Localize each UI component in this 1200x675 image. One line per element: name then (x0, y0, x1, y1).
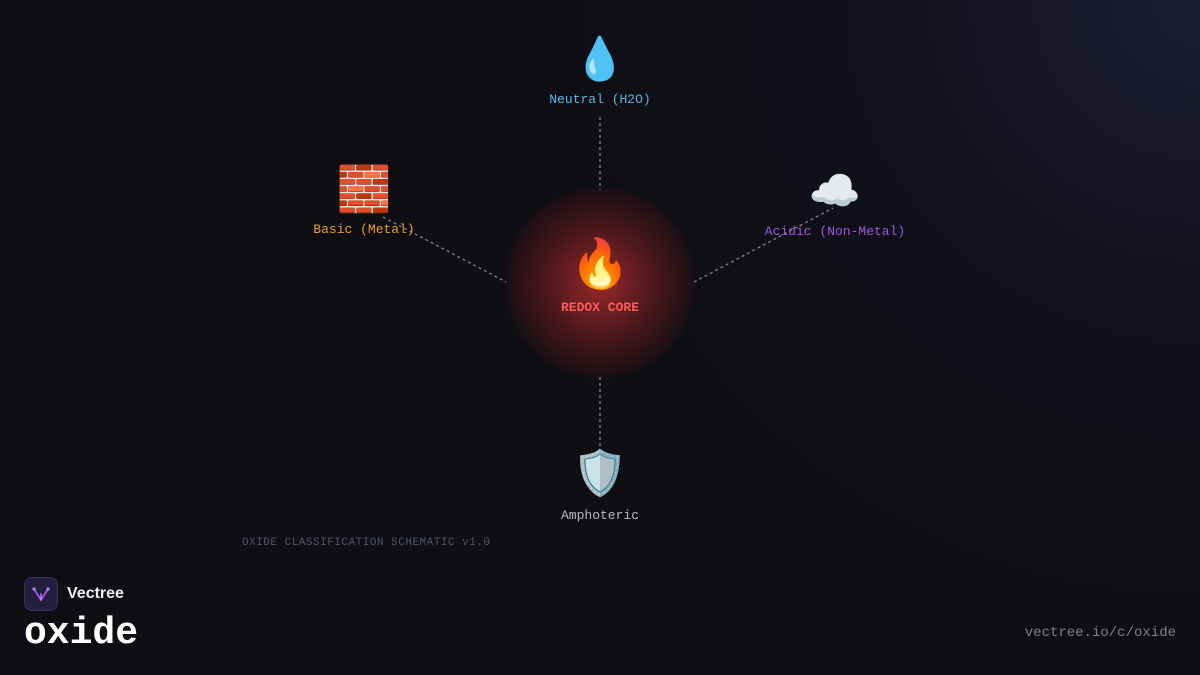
schematic-caption: OXIDE CLASSIFICATION SCHEMATIC v1.0 (242, 537, 491, 549)
node-acidic-label: Acidic (Non-Metal) (764, 224, 906, 239)
node-neutral: 💧 Neutral (H2O) (549, 34, 651, 108)
product-title: oxide (24, 612, 139, 655)
shield-icon: 🛡️ (572, 448, 628, 499)
page-url[interactable]: vectree.io/c/oxide (1024, 625, 1176, 641)
redox-core-label: REDOX CORE (560, 300, 640, 315)
connector-acidic (693, 207, 834, 283)
cloud-icon: ☁️ (808, 166, 862, 215)
brand-block: Vectree oxide (24, 577, 138, 655)
node-basic: 🧱 Basic (Metal) (313, 164, 415, 238)
brand-name: Vectree (67, 585, 124, 602)
vectree-logo-icon (24, 577, 58, 611)
node-amphoteric: 🛡️ Amphoteric (560, 448, 640, 524)
brick-icon: 🧱 (336, 164, 392, 215)
node-basic-label: Basic (Metal) (313, 222, 415, 237)
node-amphoteric-label: Amphoteric (560, 508, 640, 523)
node-acidic: ☁️ Acidic (Non-Metal) (764, 166, 906, 240)
water-drop-icon: 💧 (573, 34, 627, 83)
node-redox-core: 🔥 REDOX CORE (561, 240, 639, 315)
connector-basic (382, 216, 507, 283)
redox-core-glow (505, 188, 695, 378)
node-neutral-label: Neutral (H2O) (549, 92, 651, 107)
fire-icon: 🔥 (570, 236, 630, 292)
